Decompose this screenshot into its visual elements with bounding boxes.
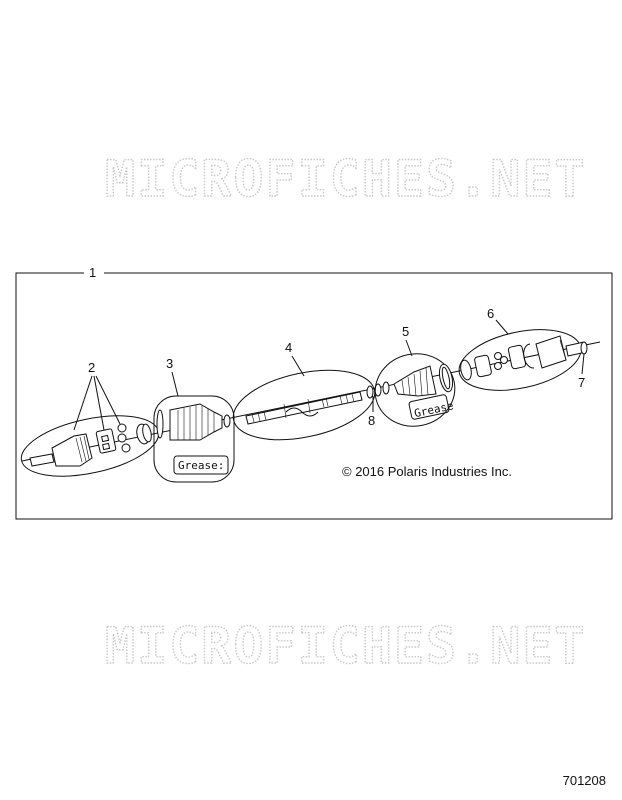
leader-3 [171,371,179,397]
assembly-frame [15,272,613,520]
callout-3: 3 [166,356,173,371]
end-clip [580,341,588,355]
copyright-text: © 2016 Polaris Industries Inc. [342,464,512,479]
grease-label-outer: Grease: [178,459,224,472]
outer-boot-group [153,395,235,483]
leader-2a [73,375,93,431]
inner-cv-joint-group [458,329,587,391]
callout-6: 6 [487,306,494,321]
leader-7 [581,353,585,375]
half-shaft-group [232,369,376,441]
figure-number: 701208 [562,773,606,788]
callout-1: 1 [89,265,96,280]
leader-2c [95,375,121,425]
snap-ring [366,381,390,399]
grease-label-inner: Grease [413,399,455,420]
watermark-bottom: MICROFICHES.NET [105,617,587,675]
outer-cv-joint-group [20,415,160,477]
watermark-top: MICROFICHES.NET [105,150,587,208]
callout-2: 2 [88,360,95,375]
leader-4 [291,355,305,377]
callout-5: 5 [402,324,409,339]
leader-5 [405,339,413,357]
callout-8: 8 [368,413,375,428]
leader-6 [495,319,509,335]
callout-4: 4 [285,340,292,355]
callout-7: 7 [578,375,585,390]
leader-2b [93,375,105,431]
inner-boot-group [374,353,456,427]
